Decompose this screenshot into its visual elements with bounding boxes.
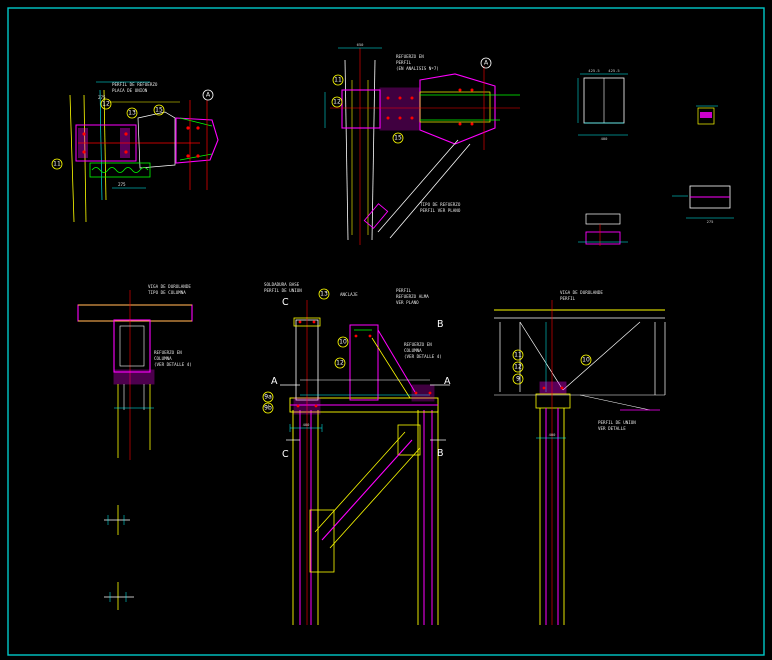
svg-text:275: 275 <box>118 182 126 187</box>
dimension-425.5-a: 425.5 <box>588 68 599 73</box>
detail-column-head-3: VIGA DE DUROLANDE TIPO DE COLUMNA REFUER… <box>77 284 193 460</box>
detail-weld-plate <box>578 213 628 246</box>
dimension-275: 275 <box>707 219 714 224</box>
bubble-9a: 9a <box>264 394 272 401</box>
bubble-13: 13 <box>320 291 328 298</box>
svg-text:COLUMNA: COLUMNA <box>404 348 422 353</box>
section-mark-C-top: C <box>282 297 289 308</box>
section-mark-A-right: A <box>444 376 451 387</box>
svg-text:SOLDADURA BASE: SOLDADURA BASE <box>264 282 300 287</box>
bubble-11: 11 <box>514 352 522 359</box>
section-mark-B-bottom: B <box>437 448 444 459</box>
bubble-10: 10 <box>339 339 347 346</box>
svg-text:REFUERZO EN: REFUERZO EN <box>154 350 182 355</box>
detail-base-plate-section: 425.5 425.5 400 <box>577 68 628 141</box>
bubble-9b: 9b <box>264 405 272 412</box>
svg-text:TIPO DE COLUMNA: TIPO DE COLUMNA <box>148 290 186 295</box>
bubble-A-detail1: A <box>206 92 211 99</box>
svg-text:PERFIL: PERFIL <box>396 60 412 65</box>
svg-text:PERFIL DE UNION: PERFIL DE UNION <box>598 420 636 425</box>
bubble-12: 12 <box>333 99 341 106</box>
dimension-400: 400 <box>303 422 311 427</box>
svg-text:VIGA DE DUROLANDE: VIGA DE DUROLANDE <box>148 284 191 289</box>
bubble-10: 10 <box>582 357 590 364</box>
bubble-12: 12 <box>514 364 522 371</box>
dimension-400: 400 <box>601 136 609 141</box>
bubble-A-detail2: A <box>484 60 489 67</box>
bubble-11: 11 <box>334 77 342 84</box>
bubble-9: 9 <box>516 376 520 383</box>
bubble-12: 12 <box>102 101 110 108</box>
svg-text:PERFIL: PERFIL <box>396 288 412 293</box>
bubble-15: 15 <box>155 107 163 114</box>
bubble-13: 13 <box>128 110 136 117</box>
detail-anchor-bolt-2 <box>104 582 134 610</box>
svg-text:ANCLAJE: ANCLAJE <box>340 292 358 297</box>
detail2-bubbles <box>331 57 492 144</box>
detail-stiffener-small <box>696 105 718 125</box>
svg-text:PLACA DE UNION: PLACA DE UNION <box>112 88 148 93</box>
detail-portal-frame-4: SOLDADURA BASE PERFIL DE UNION ANCLAJE P… <box>264 282 450 625</box>
bubble-15: 15 <box>394 135 402 142</box>
section-mark-C-bottom: C <box>282 449 289 460</box>
svg-text:REFUERZO ALMA: REFUERZO ALMA <box>396 294 429 299</box>
portal-frame-bubbles <box>262 288 349 414</box>
svg-text:VER PLANO: VER PLANO <box>396 300 419 305</box>
detail1-bubbles <box>51 89 214 170</box>
svg-text:PERFIL DE UNION: PERFIL DE UNION <box>264 288 302 293</box>
section-mark-B-top: B <box>437 319 444 330</box>
svg-text:REFUERZO EN: REFUERZO EN <box>396 54 424 59</box>
detail-knee-brace-connection-2: 650 REFUERZO EN PERFIL (EN ANALISIS Nº7)… <box>324 42 520 245</box>
detail-beam-column-connection-1: PERFIL DE REFUERZO PLACA DE UNION 275 27… <box>69 81 219 223</box>
svg-text:(VER DETALLE 4): (VER DETALLE 4) <box>404 354 442 359</box>
svg-text:COLUMNA: COLUMNA <box>154 356 172 361</box>
svg-text:PERFIL VER PLANO: PERFIL VER PLANO <box>420 208 461 213</box>
svg-text:PERFIL DE REFUERZO: PERFIL DE REFUERZO <box>112 82 158 87</box>
svg-text:(EN ANALISIS Nº7): (EN ANALISIS Nº7) <box>396 66 439 71</box>
svg-text:TIPO DE REFUERZO: TIPO DE REFUERZO <box>420 202 461 207</box>
svg-text:(VER DETALLE 4): (VER DETALLE 4) <box>154 362 192 367</box>
detail-anchor-plate: 275 <box>672 185 734 224</box>
truss-column-bubbles <box>512 349 592 385</box>
dimension-650: 650 <box>357 42 365 47</box>
dimension-425.5-b: 425.5 <box>608 68 619 73</box>
dimension-400: 400 <box>549 432 557 437</box>
bubble-11: 11 <box>53 161 61 168</box>
detail-truss-column-5: VIGA DE DUROLANDE PERFIL PERFIL DE UNION… <box>494 290 666 625</box>
svg-text:VER DETALLE: VER DETALLE <box>598 426 626 431</box>
detail-anchor-bolt-1 <box>104 505 130 535</box>
svg-text:REFUERZO EN: REFUERZO EN <box>404 342 432 347</box>
svg-text:PERFIL: PERFIL <box>560 296 576 301</box>
section-mark-A-left: A <box>271 376 278 387</box>
svg-text:275: 275 <box>98 95 106 100</box>
svg-text:VIGA DE DUROLANDE: VIGA DE DUROLANDE <box>560 290 603 295</box>
bubble-12: 12 <box>336 360 344 367</box>
drawing-frame <box>7 7 765 656</box>
